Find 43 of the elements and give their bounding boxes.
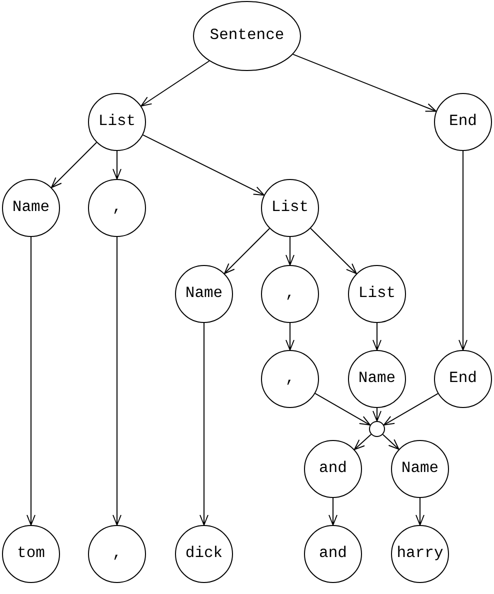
arrow — [26, 236, 36, 526]
node-label: , — [112, 199, 122, 217]
arrow — [112, 236, 122, 526]
arrow — [416, 498, 424, 526]
arrow — [382, 434, 400, 450]
node-label: Name — [401, 460, 439, 478]
node-label: tom — [17, 545, 45, 563]
arrow — [200, 322, 208, 526]
arrow — [383, 393, 438, 426]
arrow — [112, 150, 122, 180]
node-label: Name — [185, 285, 223, 303]
circle-node — [369, 421, 385, 437]
node-label: , — [285, 285, 295, 303]
arrow — [354, 434, 372, 450]
node-label: End — [449, 113, 477, 131]
arrow — [458, 150, 468, 350]
arrow — [328, 498, 338, 526]
node-label: List — [358, 285, 396, 303]
node-label: , — [112, 545, 122, 563]
node-label: Sentence — [210, 27, 284, 45]
circle-node — [261, 179, 319, 237]
node-label: Name — [358, 370, 396, 388]
node-label: List — [271, 199, 309, 217]
circle-node — [88, 93, 146, 151]
arrow — [372, 408, 382, 422]
arrow — [51, 142, 97, 188]
node-label: Name — [12, 199, 50, 217]
arrow — [286, 322, 294, 350]
arrow — [372, 322, 382, 350]
node-label: and — [319, 460, 347, 478]
node-label: List — [98, 113, 136, 131]
arrow — [310, 228, 357, 274]
node-label: and — [319, 545, 347, 563]
arrow — [142, 134, 265, 196]
node-label: harry — [396, 545, 444, 563]
arrow — [224, 228, 270, 274]
node-label: , — [285, 370, 295, 388]
arrow — [140, 60, 210, 106]
arrow — [286, 236, 294, 266]
node-label: dick — [185, 545, 223, 563]
arrow — [314, 392, 371, 426]
arrow — [292, 54, 437, 112]
node-label: End — [449, 370, 477, 388]
